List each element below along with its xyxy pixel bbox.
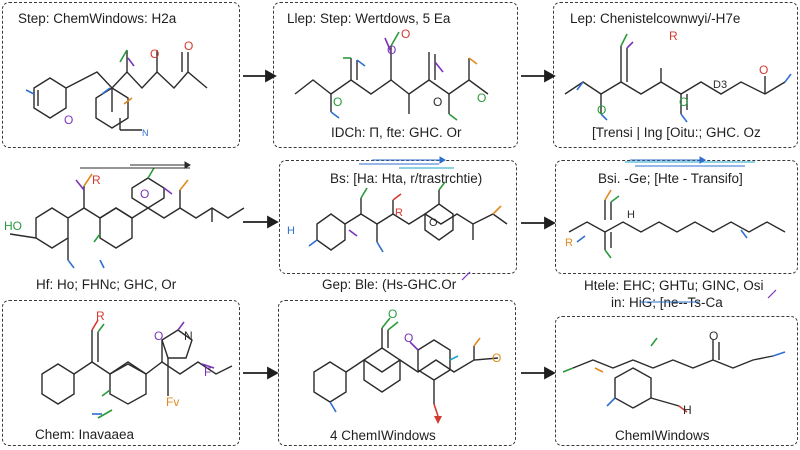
atom-h: H <box>683 403 692 417</box>
molecule-3: R O O O D3 <box>564 29 792 123</box>
panel-2-title: Llep: Step: Wertdows, 5 Ea <box>287 11 451 26</box>
atom-fv-orange: Fv <box>166 395 179 409</box>
panel-8-caption: 4 ChemIWindows <box>330 428 436 443</box>
atom-o-orange: O <box>492 351 501 365</box>
atom-o-red: O <box>401 27 410 41</box>
atom-o: O <box>709 329 718 343</box>
atom-o-purple: O <box>387 43 396 57</box>
atom-o-ring: O <box>433 95 442 109</box>
panel-step-3 <box>553 2 798 148</box>
atom-o-ring: O <box>429 217 438 229</box>
molecule-1: O O O N <box>25 39 208 138</box>
arrow-8-to-9 <box>521 366 556 380</box>
panel-6-caption: Htele: EHC; GHTu; GINC, Osi <box>584 278 764 293</box>
atom-r-red: R <box>96 309 105 323</box>
molecule-4: HO R O <box>4 167 245 269</box>
atom-h: H <box>627 209 635 221</box>
arrow-7-to-8 <box>243 366 279 380</box>
arrow-5-to-6 <box>521 216 556 230</box>
molecule-2: O O O O O <box>294 27 489 121</box>
panel-step-2 <box>273 2 518 148</box>
note-d3: D3 <box>713 79 727 91</box>
atom-o-green-2: O <box>477 91 486 105</box>
molecule-6: H R <box>565 161 786 259</box>
arrow-1-to-2 <box>243 69 277 83</box>
atom-h-blue: H <box>287 225 295 237</box>
panel-step-6 <box>555 160 798 274</box>
molecule-8: O O O <box>313 307 501 424</box>
molecule-5: H R O <box>287 163 508 253</box>
atom-n: N <box>184 329 193 343</box>
atom-o-purple: O <box>154 329 163 343</box>
atom-o-red-2: O <box>184 39 193 53</box>
panel-5-caption: Gep: Ble: (Hs-GHC.Or <box>322 277 457 292</box>
panel-step-9 <box>555 316 798 446</box>
panel-9-caption: ChemIWindows <box>615 428 710 443</box>
panel-1-title: Step: ChemWindows: H2a <box>18 11 177 26</box>
atom-o-green: O <box>333 95 342 109</box>
molecule-7: R O N F Fv <box>41 309 233 419</box>
atom-r-red: R <box>669 29 678 43</box>
atom-o-purple: O <box>140 187 149 201</box>
panel-step-8 <box>278 300 516 446</box>
atom-o-red-1: O <box>150 47 159 61</box>
panel-step-7 <box>2 300 240 446</box>
arrow-2-to-3 <box>521 69 556 83</box>
atom-f-purple: F <box>204 365 211 379</box>
panel-7-caption: Chem: Inavaaea <box>35 427 135 442</box>
panel-6-title: Bsi. -Ge; [Hte - Transifo] <box>598 171 743 186</box>
atom-r-mid: R <box>395 207 403 219</box>
atom-n-blue: N <box>142 128 149 138</box>
atom-o-green-2: O <box>679 95 688 109</box>
molecule-9: O H <box>562 329 786 417</box>
atom-o-green: O <box>388 307 397 321</box>
panel-step-1 <box>2 2 240 148</box>
atom-o-purple: O <box>64 113 73 127</box>
atom-r-orange: R <box>565 237 573 249</box>
atom-r-top: R <box>92 173 101 187</box>
panel-4-caption: Hf: Ho; FHNc; GHC, Or <box>36 277 177 292</box>
atom-o-green: O <box>597 103 606 117</box>
atom-ho-left: HO <box>4 219 22 233</box>
panel-3-title: Lep: Chenistelcownwyi/-H7e <box>570 11 741 26</box>
atom-o-red: O <box>759 63 768 77</box>
panel-3-caption: [Trensi | Ing [Oitu:; GHC. Oz <box>592 125 761 140</box>
atom-o-purple: O <box>404 331 413 345</box>
panel-2-caption: IDCh: Π, fte: GHC. Or <box>331 125 462 140</box>
arrow-4-to-5 <box>243 215 279 229</box>
